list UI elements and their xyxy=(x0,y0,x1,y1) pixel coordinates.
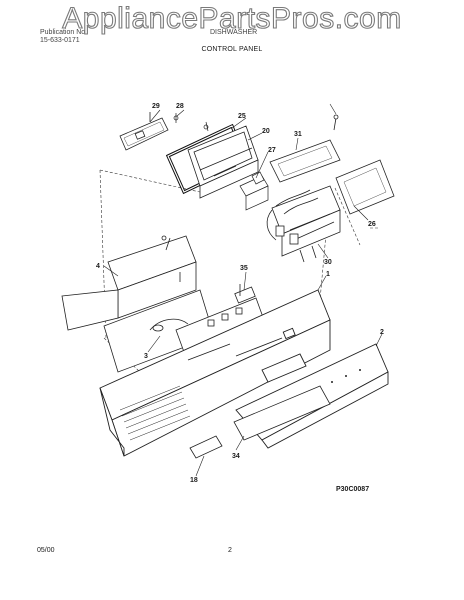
header-publication-number: 15-633-0171 xyxy=(40,37,80,44)
callout-25: 25 xyxy=(238,113,246,120)
callout-18: 18 xyxy=(190,477,198,484)
header-publication-label: Publication No xyxy=(40,29,86,36)
callout-3: 3 xyxy=(144,353,148,360)
part-25-screw xyxy=(203,121,209,132)
part-4-side-housing xyxy=(61,235,197,331)
callout-26: 26 xyxy=(368,221,376,228)
part-29-bezel xyxy=(119,112,169,151)
part-26-label-card xyxy=(335,159,395,215)
part-27-bracket xyxy=(239,171,269,211)
footer-date: 05/00 xyxy=(37,547,55,554)
callout-30: 30 xyxy=(324,259,332,266)
callout-31: 31 xyxy=(294,131,302,138)
part-34-label xyxy=(233,385,331,441)
footer-page-number: 2 xyxy=(228,547,232,554)
callout-35: 35 xyxy=(240,265,248,272)
part-18-small-label xyxy=(189,435,223,459)
part-1-control-panel xyxy=(99,289,331,457)
callout-29: 29 xyxy=(152,103,160,110)
part-28-screw xyxy=(173,113,179,123)
callout-34: 34 xyxy=(232,453,240,460)
drawing-code: P30C0087 xyxy=(336,486,370,493)
callout-28: 28 xyxy=(176,103,184,110)
callout-1: 1 xyxy=(326,271,330,278)
leader-lines xyxy=(103,103,383,477)
watermark-logo: AppliancePartsPros.com xyxy=(62,1,402,35)
part-20-dispenser-frame xyxy=(187,125,259,199)
callout-20: 20 xyxy=(262,128,270,135)
part-30-control-module xyxy=(266,185,341,263)
callout-27: 27 xyxy=(268,147,276,154)
header-model-name: DISHWASHER xyxy=(210,29,258,36)
callout-4: 4 xyxy=(96,263,100,270)
page-title: CONTROL PANEL xyxy=(201,46,263,53)
callout-2: 2 xyxy=(380,329,384,336)
part-3-rear-panel xyxy=(103,289,215,373)
part-31-display-panel xyxy=(269,114,341,183)
